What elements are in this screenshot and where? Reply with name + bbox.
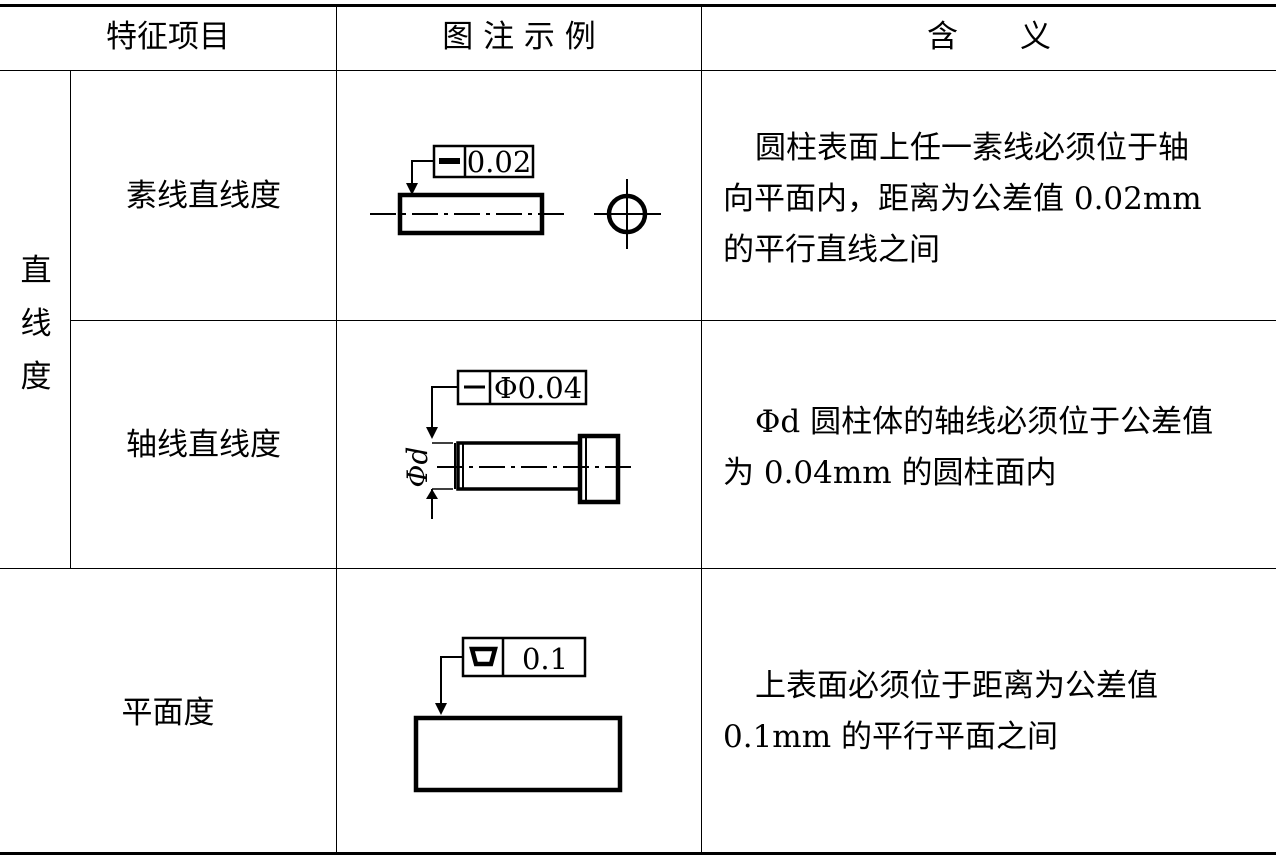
meaning-line: 为 0.04mm 的圆柱面内 <box>723 455 1057 491</box>
dimension-label: Φd <box>401 447 434 488</box>
group-label-char: 直 <box>20 253 52 289</box>
table-top-rule <box>0 4 1276 7</box>
header-bottom-rule <box>0 70 1276 71</box>
group-label-straightness: 直 线 度 <box>16 245 56 404</box>
meaning-line: 向平面内，距离为公差值 0.02mm <box>723 181 1202 217</box>
group-divider <box>70 70 71 568</box>
group-label-char: 度 <box>20 359 52 395</box>
frame-value: 0.1 <box>522 642 568 676</box>
header-meaning: 含 义 <box>927 19 1051 55</box>
table-bottom-rule <box>0 852 1276 855</box>
feature-element-straightness: 素线直线度 <box>126 178 281 214</box>
frame-value: Φ0.04 <box>494 371 582 405</box>
figure-axis-straightness: Φ0.04 Φd <box>401 369 637 519</box>
group-label-char: 线 <box>20 306 52 342</box>
col2-divider <box>701 6 702 853</box>
meaning-line: 圆柱表面上任一素线必须位于轴 <box>755 130 1189 166</box>
meaning-line: 0.1mm 的平行平面之间 <box>723 719 1058 755</box>
header-feature: 特征项目 <box>106 19 230 55</box>
meaning-axis-straightness: Φd 圆柱体的轴线必须位于公差值 为 0.04mm 的圆柱面内 <box>723 397 1263 499</box>
meaning-line: Φd 圆柱体的轴线必须位于公差值 <box>755 404 1214 440</box>
meaning-flatness: 上表面必须位于距离为公差值 0.1mm 的平行平面之间 <box>723 661 1263 763</box>
col1-divider <box>336 6 337 853</box>
row1-bottom-rule <box>70 320 1276 321</box>
meaning-element-straightness: 圆柱表面上任一素线必须位于轴 向平面内，距离为公差值 0.02mm 的平行直线之… <box>723 123 1263 276</box>
feature-axis-straightness: 轴线直线度 <box>126 427 281 463</box>
figure-flatness: 0.1 <box>413 636 623 793</box>
meaning-line: 的平行直线之间 <box>723 232 940 268</box>
meaning-line: 上表面必须位于距离为公差值 <box>755 668 1158 704</box>
figure-element-straightness: 0.02 <box>370 144 661 249</box>
frame-value: 0.02 <box>467 145 532 179</box>
row2-bottom-rule <box>0 568 1276 569</box>
feature-flatness: 平面度 <box>121 695 215 731</box>
header-example: 图 注 示 例 <box>442 19 596 55</box>
